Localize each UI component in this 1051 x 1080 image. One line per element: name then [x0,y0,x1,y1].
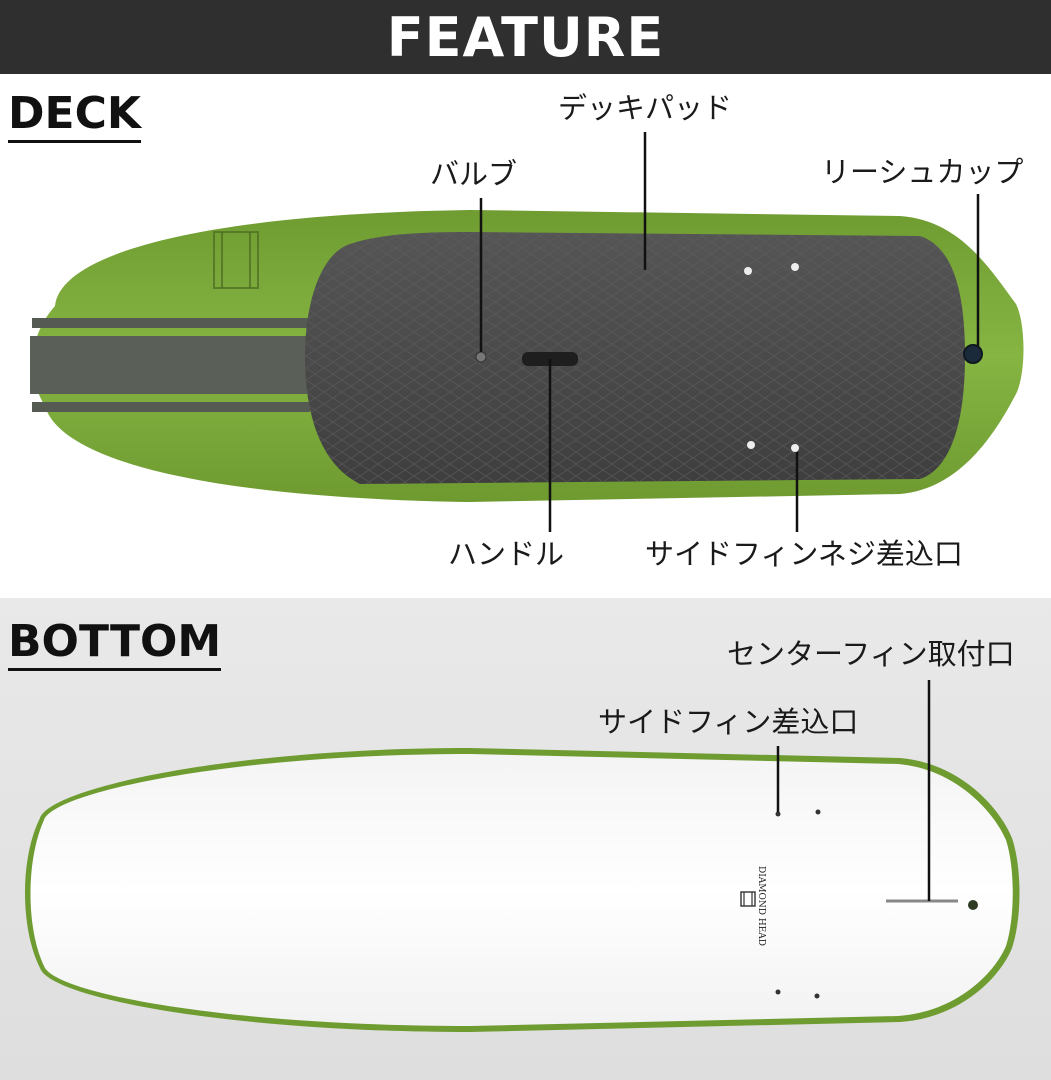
deck-section: DECK [0,74,1051,598]
valve-label: バルブ [430,157,518,191]
bottom-title: BOTTOM [8,620,222,671]
deck-stripe [32,318,310,328]
deck-title: DECK [8,92,141,143]
side-fin-slot [775,989,781,995]
side-fin-screw-label: サイドフィンネジ差込口 [645,537,963,571]
deck-board-illustration [30,132,1024,532]
side-fin-slot [775,811,781,817]
center-fin-mount-label: センターフィン取付口 [727,637,1015,671]
side-fin-slot-label: サイドフィン差込口 [598,705,859,739]
valve [475,351,487,363]
side-fin-slot [814,993,820,999]
page-title: FEATURE [0,0,1051,74]
bottom-logo-text: DIAMOND HEAD [756,866,766,946]
center-fin-plug [968,900,978,910]
bottom-deck-surface [30,754,1013,1026]
deck-logo [213,231,259,289]
side-fin-screw-hole [791,444,799,452]
leash-cup-label: リーシュカップ [821,155,1024,189]
side-fin-screw-hole [747,441,755,449]
side-fin-screw-hole [791,263,799,271]
leash-cup [963,344,983,364]
deck-stripe [32,402,310,412]
handle-label: ハンドル [448,537,565,571]
bottom-logo [740,891,756,907]
deck-pad-label: デッキパッド [558,91,733,125]
bottom-board-illustration [25,680,1020,1032]
deck-stripe [30,336,310,394]
side-fin-screw-hole [744,267,752,275]
side-fin-slot [815,809,821,815]
bottom-section: BOTTOM DIAMOND HEAD センターフィン取付口 サイドフィン差込 [0,598,1051,1080]
